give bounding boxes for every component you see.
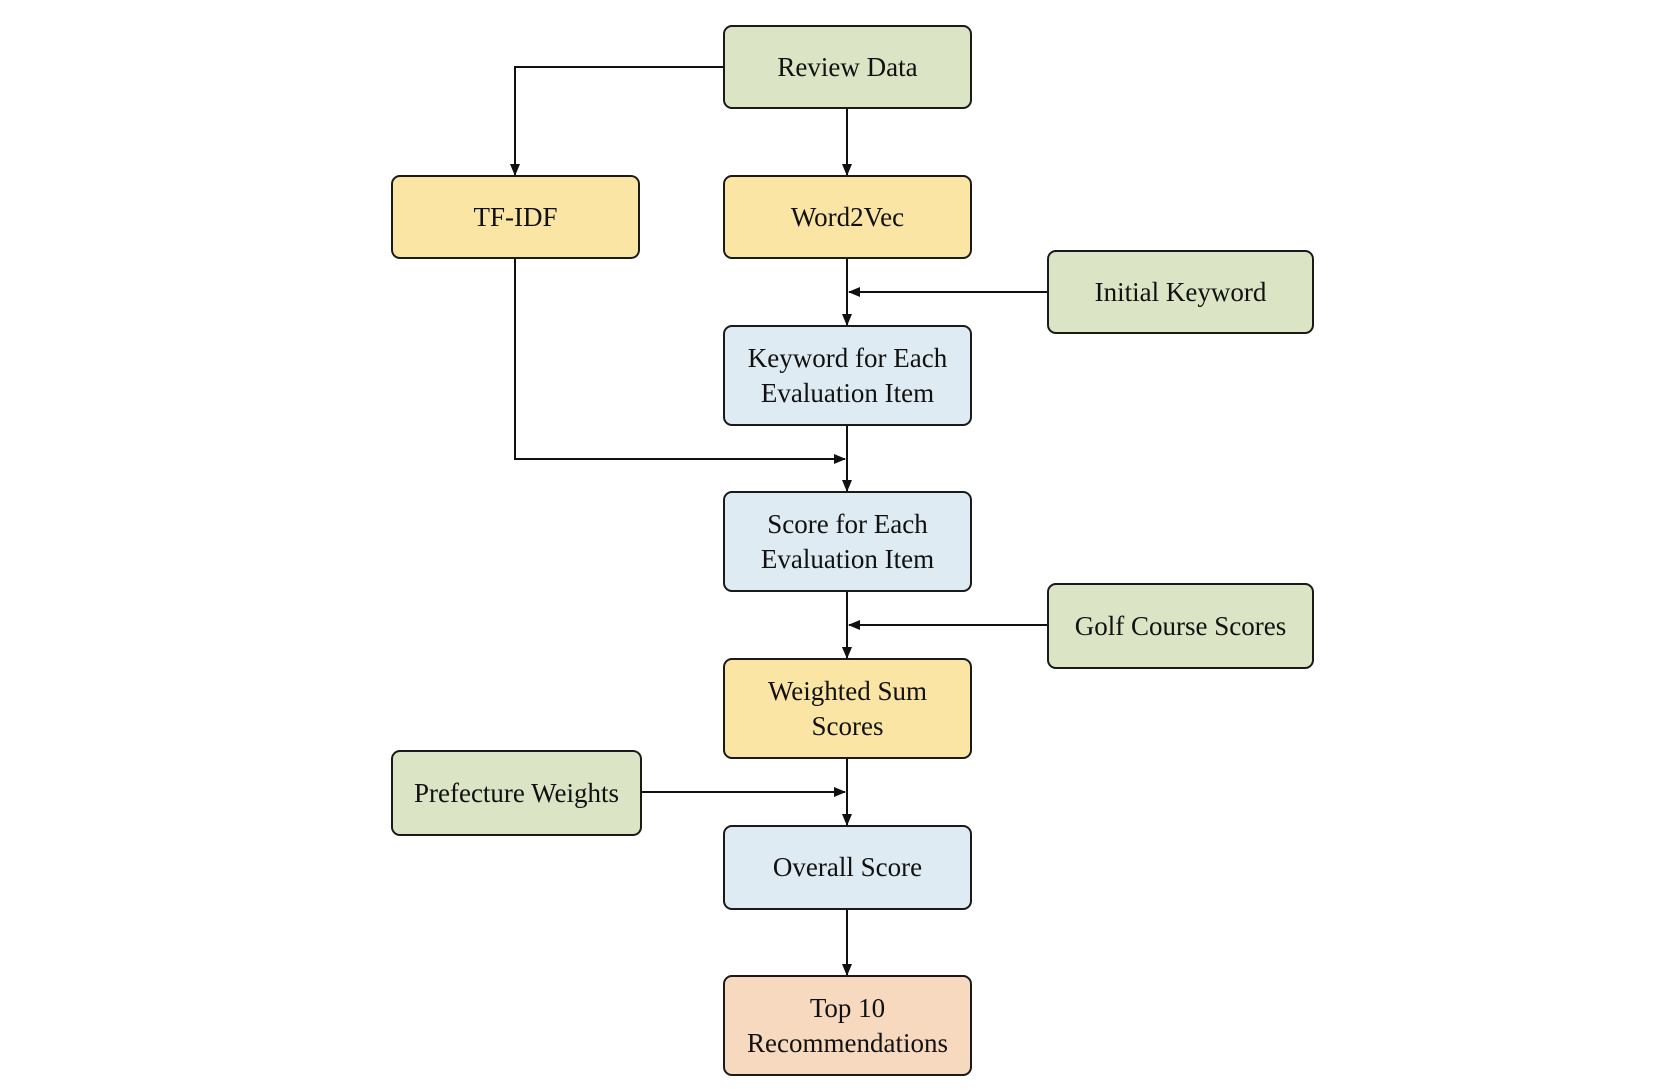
node-overall-score: Overall Score — [723, 825, 972, 910]
node-word2vec: Word2Vec — [723, 175, 972, 259]
node-tfidf: TF-IDF — [391, 175, 640, 259]
node-prefecture-weights: Prefecture Weights — [391, 750, 642, 836]
edge-review-data-to-tfidf — [510, 66, 723, 176]
edge-tfidf-to-junction — [514, 259, 846, 464]
node-initial-keyword: Initial Keyword — [1047, 250, 1314, 334]
node-top-10-recommendations: Top 10 Recommendations — [723, 975, 972, 1076]
node-review-data: Review Data — [723, 25, 972, 109]
node-weighted-sum-scores: Weighted Sum Scores — [723, 658, 972, 759]
node-score-for-each-evaluation-item: Score for Each Evaluation Item — [723, 491, 972, 592]
node-golf-course-scores: Golf Course Scores — [1047, 583, 1314, 669]
node-keyword-for-each-evaluation-item: Keyword for Each Evaluation Item — [723, 325, 972, 426]
